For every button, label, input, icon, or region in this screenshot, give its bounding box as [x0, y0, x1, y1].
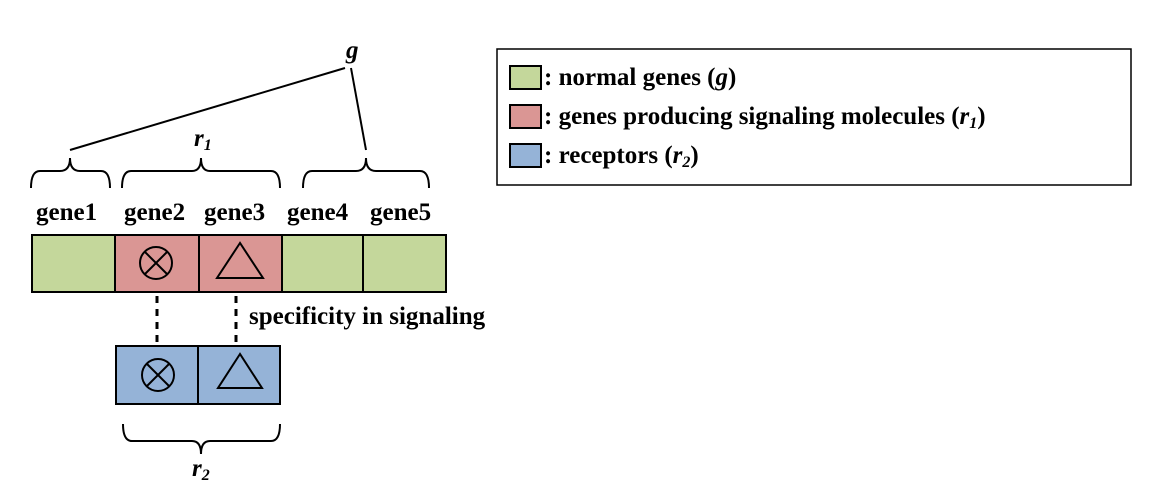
- gene4-label: gene4: [287, 199, 349, 226]
- gene5-label: gene5: [370, 199, 431, 226]
- triangle-icon: [215, 241, 265, 279]
- otimes-icon: [139, 246, 173, 280]
- r2-label: r2: [192, 455, 210, 484]
- legend-frame: [496, 48, 1132, 186]
- gene3-label: gene3: [204, 199, 265, 226]
- triangle-icon: [216, 352, 264, 389]
- gene4-box: [281, 234, 364, 293]
- legend-item-normal: : normal genes (g): [544, 64, 736, 91]
- legend-item-signal: : genes producing signaling molecules (r…: [544, 103, 986, 132]
- specificity-label: specificity in signaling: [249, 303, 486, 330]
- gene2-label: gene2: [124, 199, 185, 226]
- brace-r1: [121, 157, 281, 189]
- brace-r2: [122, 423, 281, 455]
- r1-label: r1: [194, 125, 212, 154]
- legend-swatch-receptor: [509, 143, 542, 168]
- otimes-icon: [141, 358, 175, 392]
- legend-swatch-signal: [509, 104, 542, 129]
- g-connector-left: [69, 67, 346, 151]
- legend: : normal genes (g) : genes producing sig…: [496, 48, 1132, 186]
- gene1-box: [31, 234, 116, 293]
- g-connector-right: [350, 67, 367, 151]
- brace-gene4-5: [302, 157, 430, 189]
- gene1-label: gene1: [36, 199, 97, 226]
- gene5-box: [362, 234, 447, 293]
- g-label: g: [345, 37, 359, 64]
- legend-swatch-normal: [509, 65, 542, 90]
- legend-item-receptor: : receptors (r2): [544, 142, 699, 171]
- brace-gene1: [30, 157, 111, 189]
